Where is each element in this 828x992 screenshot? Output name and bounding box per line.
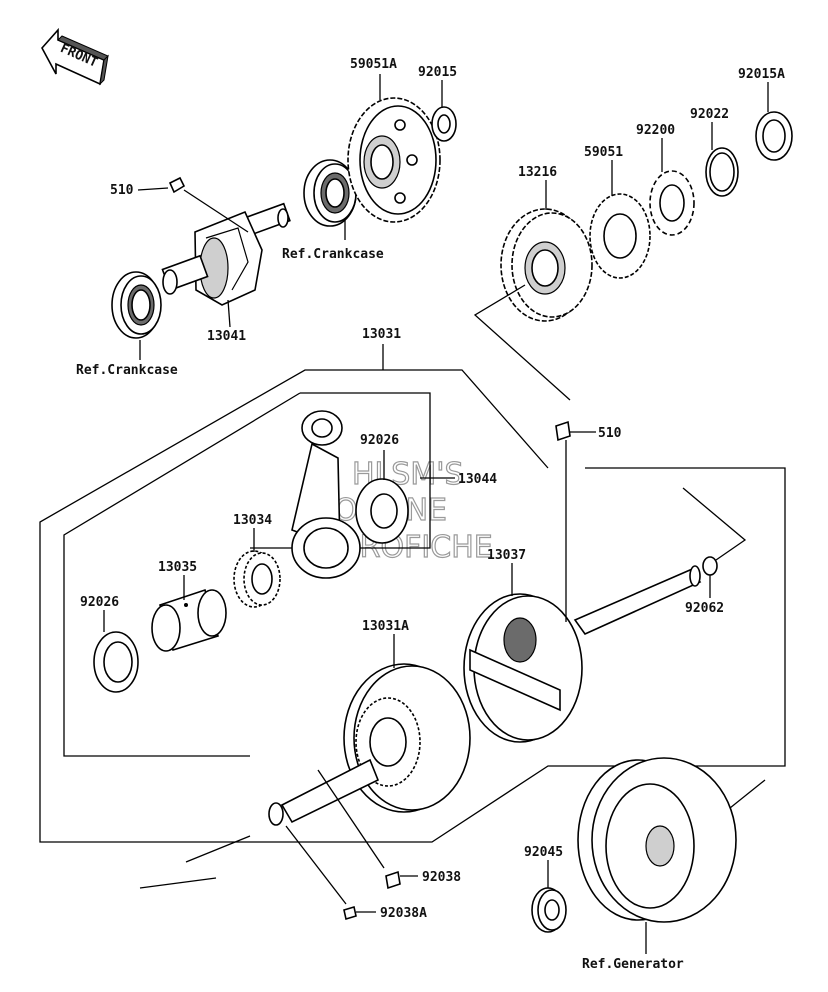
plug-92062 [702, 556, 718, 576]
label-13037: 13037 [487, 548, 526, 563]
bearing-left [111, 271, 162, 339]
label-92038: 92038 [422, 870, 461, 885]
washer-92026-top [355, 478, 409, 544]
label-92015A: 92015A [738, 67, 785, 82]
key-92038A [343, 905, 357, 921]
label-92038A: 92038A [380, 906, 427, 921]
label-59051A: 59051A [350, 57, 397, 72]
label-510-top: 510 [110, 183, 134, 198]
label-13216: 13216 [518, 165, 557, 180]
label-ref-crankcase-1: Ref.Crankcase [282, 247, 384, 262]
leader-lines [103, 74, 769, 954]
label-13031: 13031 [362, 327, 401, 342]
crank-half-13031A [268, 663, 471, 826]
label-ref-crankcase-2: Ref.Crankcase [76, 363, 178, 378]
crankshaft-13041 [161, 202, 291, 306]
gear-59051A [347, 97, 441, 223]
nut-92015 [431, 106, 457, 142]
needle-bearing-13034 [233, 550, 281, 608]
nut-92015A [755, 111, 793, 161]
gear-13216 [500, 208, 593, 322]
label-13031A: 13031A [362, 619, 409, 634]
label-92062: 92062 [685, 601, 724, 616]
label-510-mid: 510 [598, 426, 622, 441]
washer-92200 [649, 170, 695, 236]
label-13044: 13044 [458, 472, 497, 487]
label-92015: 92015 [418, 65, 457, 80]
label-92022: 92022 [690, 107, 729, 122]
label-13041: 13041 [207, 329, 246, 344]
part-labels: 59051A 92015 92015A 92022 92200 59051 13… [76, 57, 785, 972]
label-13035: 13035 [158, 560, 197, 575]
bearing-top [303, 159, 357, 227]
label-92045: 92045 [524, 845, 563, 860]
washer-92026-left [93, 631, 139, 693]
crank-half-13037 [463, 565, 702, 743]
label-59051: 59051 [584, 145, 623, 160]
key-510-mid [555, 420, 571, 442]
bearing-92045 [531, 887, 567, 933]
key-510-top [168, 176, 186, 194]
label-92026-top: 92026 [360, 433, 399, 448]
connecting-rod-13044 [291, 410, 361, 579]
key-92038 [385, 870, 401, 890]
label-92200: 92200 [636, 123, 675, 138]
crank-pin-13035 [151, 588, 227, 652]
washer-92022 [705, 147, 739, 197]
label-ref-generator: Ref.Generator [582, 957, 684, 972]
front-arrow-icon: FRONT [41, 27, 109, 86]
label-13034: 13034 [233, 513, 272, 528]
generator-rotor [577, 757, 737, 923]
label-92026-left: 92026 [80, 595, 119, 610]
gear-59051 [589, 193, 651, 279]
